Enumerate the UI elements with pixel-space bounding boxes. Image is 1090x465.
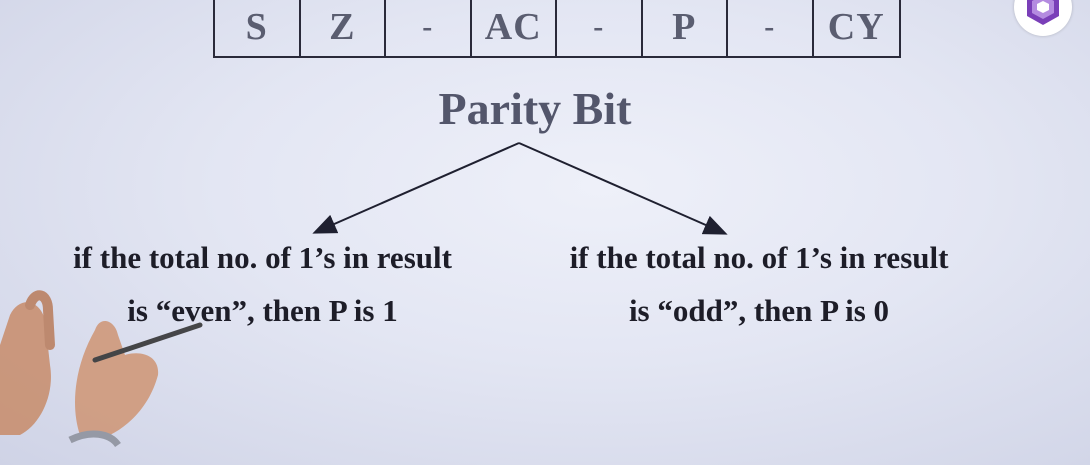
- branch-even-line2: is “even”, then P is 1: [127, 293, 398, 328]
- branch-odd: if the total no. of 1’s in result is “od…: [520, 231, 998, 337]
- arrow-left: [312, 142, 520, 234]
- arrow-right: [518, 142, 728, 235]
- branch-odd-line1: if the total no. of 1’s in result: [569, 240, 949, 275]
- flag-cell-parity: P: [643, 0, 728, 56]
- flag-cell-carry: CY: [827, 6, 885, 48]
- branch-odd-line2: is “odd”, then P is 0: [628, 293, 890, 328]
- slide-title: Parity Bit: [438, 83, 632, 134]
- branch-even-line1: if the total no. of 1’s in result: [73, 240, 452, 275]
- presenter-hand: [0, 290, 203, 448]
- branch-even: if the total no. of 1’s in result is “ev…: [20, 231, 505, 337]
- flag-cell-sign: S: [215, 0, 301, 56]
- channel-logo-icon: [1014, 0, 1072, 36]
- flag-cell-auxiliary-carry: AC: [472, 0, 557, 56]
- flag-register: S Z - AC - P - CY: [213, 0, 901, 58]
- flag-cell-zero: Z: [301, 0, 386, 56]
- flag-cell-unused: -: [386, 0, 472, 56]
- flag-cell-unused: -: [728, 0, 814, 56]
- flag-cell-unused: -: [557, 0, 643, 56]
